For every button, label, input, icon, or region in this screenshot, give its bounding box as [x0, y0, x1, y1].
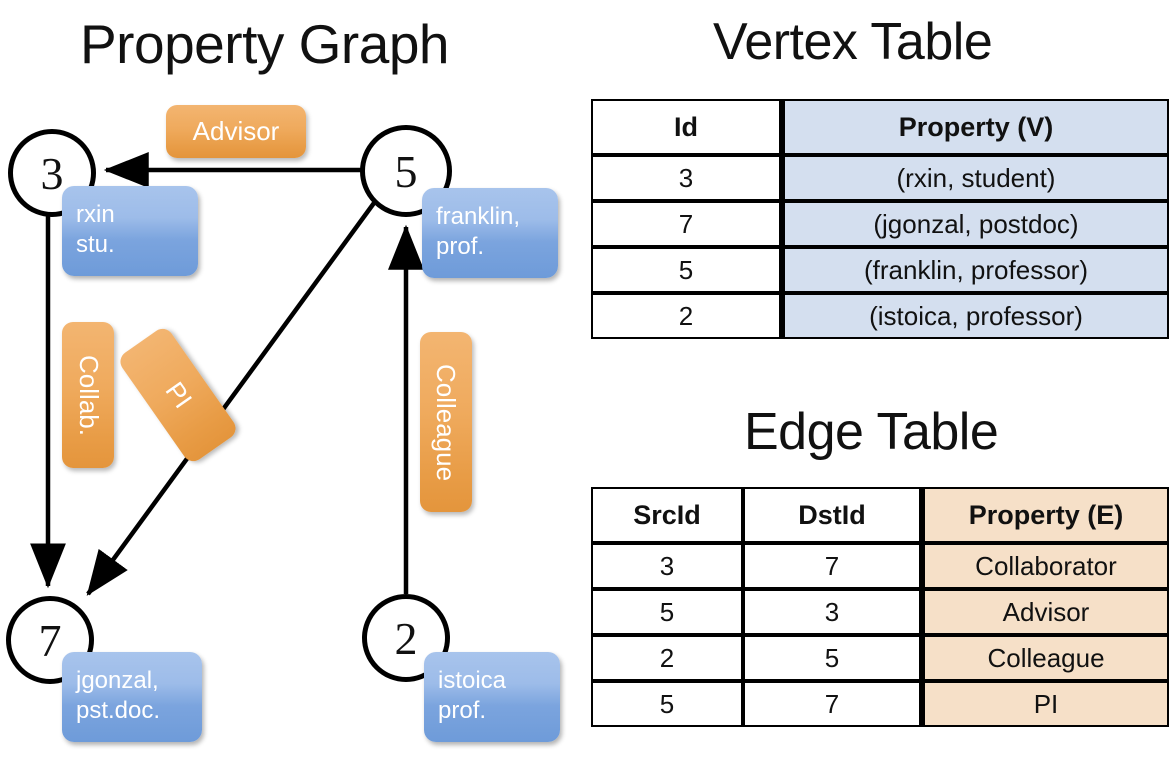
table-row: 5 3 Advisor — [591, 589, 1169, 635]
node-property-box-7[interactable]: jgonzal, pst.doc. — [62, 652, 202, 742]
edge-cell-dstid: 3 — [743, 589, 921, 635]
node-property-line: istoica — [438, 667, 507, 694]
table-row: 5 (franklin, professor) — [591, 247, 1169, 293]
vertex-cell-property: (rxin, student) — [781, 155, 1169, 201]
vertex-cell-property: (franklin, professor) — [781, 247, 1169, 293]
edge-label-advisor-text: Advisor — [192, 116, 280, 146]
table-header-row: Id Property (V) — [591, 99, 1169, 155]
edge-label-colleague-text: Colleague — [431, 363, 462, 481]
vertex-cell-id: 5 — [591, 247, 781, 293]
edge-cell-dstid: 7 — [743, 681, 921, 727]
edge-5-to-7 — [86, 201, 376, 596]
vertex-cell-id: 7 — [591, 201, 781, 247]
node-property-line: rxin — [76, 201, 115, 228]
edge-cell-srcid: 3 — [591, 543, 743, 589]
table-row: 7 (jgonzal, postdoc) — [591, 201, 1169, 247]
edge-cell-dstid: 7 — [743, 543, 921, 589]
vertex-cell-id: 3 — [591, 155, 781, 201]
node-property-line: franklin, — [436, 203, 521, 230]
page-title-vertex-table: Vertex Table — [713, 13, 993, 71]
page-title-edge-table: Edge Table — [744, 403, 999, 461]
edge-col-header-dstid: DstId — [743, 487, 921, 543]
edge-label-collab-text: Collab. — [73, 354, 104, 436]
node-property-line: prof. — [436, 233, 485, 260]
edge-col-header-srcid: SrcId — [591, 487, 743, 543]
table-header-row: SrcId DstId Property (E) — [591, 487, 1169, 543]
vertex-cell-id: 2 — [591, 293, 781, 339]
vertex-cell-property: (istoica, professor) — [781, 293, 1169, 339]
edge-label-colleague[interactable]: Colleague — [420, 332, 472, 512]
edge-cell-property: Collaborator — [921, 543, 1169, 589]
node-property-line: pst.doc. — [76, 697, 161, 724]
edge-cell-dstid: 5 — [743, 635, 921, 681]
node-property-box-5[interactable]: franklin, prof. — [422, 188, 558, 278]
table-row: 5 7 PI — [591, 681, 1169, 727]
table-row: 3 (rxin, student) — [591, 155, 1169, 201]
node-property-box-3[interactable]: rxin stu. — [62, 186, 198, 276]
edge-label-advisor[interactable]: Advisor — [166, 105, 306, 158]
edge-cell-property: Colleague — [921, 635, 1169, 681]
node-property-line: prof. — [438, 697, 487, 724]
edge-cell-property: Advisor — [921, 589, 1169, 635]
table-row: 2 5 Colleague — [591, 635, 1169, 681]
page-title-property-graph: Property Graph — [80, 13, 450, 75]
edge-label-collab[interactable]: Collab. — [62, 322, 114, 468]
edge-table: SrcId DstId Property (E) 3 7 Collaborato… — [591, 487, 1169, 727]
edge-cell-srcid: 5 — [591, 681, 743, 727]
property-graph-edges — [30, 152, 424, 596]
vertex-table: Id Property (V) 3 (rxin, student) 7 (jgo… — [591, 99, 1169, 339]
vertex-cell-property: (jgonzal, postdoc) — [781, 201, 1169, 247]
table-row: 3 7 Collaborator — [591, 543, 1169, 589]
node-property-line: jgonzal, — [76, 667, 159, 694]
table-row: 2 (istoica, professor) — [591, 293, 1169, 339]
graph-node-2[interactable]: 2 — [362, 594, 450, 682]
vertex-col-header-property: Property (V) — [781, 99, 1169, 155]
edge-cell-property: PI — [921, 681, 1169, 727]
edge-cell-srcid: 2 — [591, 635, 743, 681]
edge-cell-srcid: 5 — [591, 589, 743, 635]
edge-col-header-property: Property (E) — [921, 487, 1169, 543]
node-property-line: stu. — [76, 231, 115, 258]
node-property-box-2[interactable]: istoica prof. — [424, 652, 560, 742]
edge-label-pi-text: PI — [159, 376, 198, 414]
vertex-col-header-id: Id — [591, 99, 781, 155]
graph-node-5[interactable]: 5 — [360, 125, 452, 217]
